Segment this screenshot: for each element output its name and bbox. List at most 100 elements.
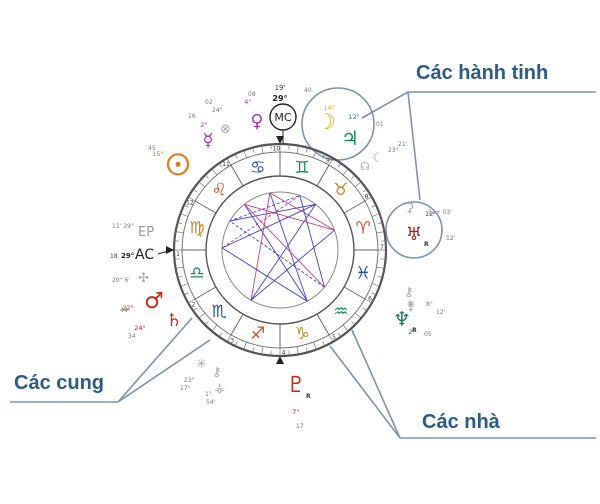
degree-tick [372, 214, 380, 217]
sign-pisces-icon: ♓ [355, 263, 370, 283]
degree-left-4: 34 [128, 333, 136, 340]
house-number: 3 [230, 338, 234, 345]
degree-right-1: 11+ 03' [428, 209, 452, 216]
degree-tick [363, 308, 367, 311]
degree-top-8: 21' [398, 141, 408, 148]
signs-callout: Các cung [14, 372, 104, 395]
house-number: 6 [368, 295, 372, 302]
degree-tick [343, 169, 348, 175]
ac-point: 18 29° AC EP [110, 225, 172, 263]
houses-callout: Các nhà [422, 411, 500, 434]
mc-minute: 19' [275, 84, 286, 92]
degree-left-2: 20° 6' [112, 277, 130, 284]
uranus-icon: ♅ [406, 224, 422, 245]
ceres-icon: ⚳ [405, 201, 415, 216]
sign-cancer-icon: ♋ [250, 158, 265, 178]
star-point-icon: ✳ [196, 357, 207, 372]
sign-scorpio-icon: ♏ [212, 302, 227, 322]
degree-tick [199, 182, 205, 187]
chiron-degree: 1° [205, 391, 212, 398]
juno-icon: ⚵ [406, 299, 416, 314]
degree-top-4: 45 [148, 145, 156, 152]
sign-sagittarius-icon: ♐ [250, 324, 265, 344]
degree-tick [338, 333, 341, 337]
mercury-degree: 2° [200, 121, 207, 129]
degree-tick [297, 146, 298, 154]
degree-tick [180, 214, 188, 217]
degree-tick [377, 267, 385, 268]
ac-arrow [166, 246, 174, 254]
saturn-degree: 24° [134, 324, 146, 332]
ac-minute: 18 [110, 253, 118, 260]
sign-divider [231, 165, 243, 186]
vesta-icon: ⚶ [214, 381, 225, 396]
k-point-icon: ⚷ [404, 285, 414, 300]
node-icon: ☊ [360, 160, 370, 173]
degree-tick [212, 169, 217, 175]
venus-icon: ♀ [250, 111, 263, 132]
mc-point: 19' 29° MC [270, 84, 296, 144]
planets-callout: Các hành tinh [416, 62, 548, 85]
degree-tick [176, 267, 184, 268]
degree-left-1: 11' 29° [112, 223, 134, 230]
house-number: 10 [273, 146, 281, 153]
house-number: 7 [380, 244, 384, 251]
moon-icon: ☽ [316, 110, 336, 135]
degree-right-4: 12' [436, 309, 446, 316]
degree-tick [297, 347, 298, 355]
degree-right-2: 12' [446, 235, 456, 242]
degree-top-7: 23° [388, 147, 399, 154]
house-number: 2 [192, 302, 196, 309]
degree-right-3: 8° [426, 301, 433, 308]
sign-gemini-icon: ♊ [295, 158, 310, 178]
sign-aries-icon: ♈ [355, 219, 370, 239]
degree-bottom-3: 17 [296, 423, 304, 430]
degree-tick [372, 284, 380, 287]
house-number: 11 [222, 161, 230, 168]
house-number: 8 [365, 193, 369, 200]
degree-tick [193, 189, 197, 192]
degree-bottom-2: 54' [206, 399, 216, 406]
sign-capricorn-icon: ♑ [295, 324, 310, 344]
house-number: 9 [326, 157, 330, 164]
mc-degree: 29° [272, 94, 287, 103]
neptune-retrograde-mark: R [412, 327, 417, 334]
saturn-icon: ♄ [166, 310, 182, 331]
mars-icon: ♂ [144, 289, 164, 314]
degree-tick [180, 284, 188, 287]
degree-bottom-1: 17° [180, 385, 191, 392]
degree-tick [338, 163, 341, 167]
sign-aquarius-icon: ♒ [333, 302, 348, 322]
degree-tick [176, 232, 184, 233]
sign-libra-icon: ♎ [189, 263, 204, 283]
degree-tick [355, 182, 361, 187]
degree-tick [244, 342, 247, 350]
sign-divider [317, 314, 329, 335]
degree-tick [212, 325, 217, 331]
ic-arrow [276, 356, 284, 364]
sign-divider [344, 287, 365, 299]
moon-degree: 14° [323, 104, 335, 112]
sign-taurus-icon: ♉ [333, 180, 348, 200]
house-number: 4 [282, 349, 286, 356]
aspect-line [244, 204, 334, 230]
ac-label: AC [135, 247, 154, 263]
sign-leo-icon: ♌ [212, 180, 227, 200]
degree-tick [314, 342, 317, 350]
part-of-fortune-icon: ⊗ [220, 122, 231, 137]
degree-top-1: 08 [248, 91, 256, 98]
venus-degree: 4° [244, 98, 251, 106]
degree-tick [363, 189, 367, 192]
degree-tick [205, 321, 209, 325]
degree-top-5: 40 [304, 87, 312, 94]
degree-tick [262, 146, 263, 154]
sign-divider [317, 165, 329, 186]
sign-divider [195, 287, 216, 299]
degree-tick [351, 175, 355, 179]
minor-degree-labels: 08 02 16 45 40 01 23° 21' 11' 29° 20° 6'… [112, 87, 456, 430]
house-ring [222, 192, 338, 308]
vertex-degree: 24° [212, 107, 223, 114]
degree-tick [205, 175, 209, 179]
